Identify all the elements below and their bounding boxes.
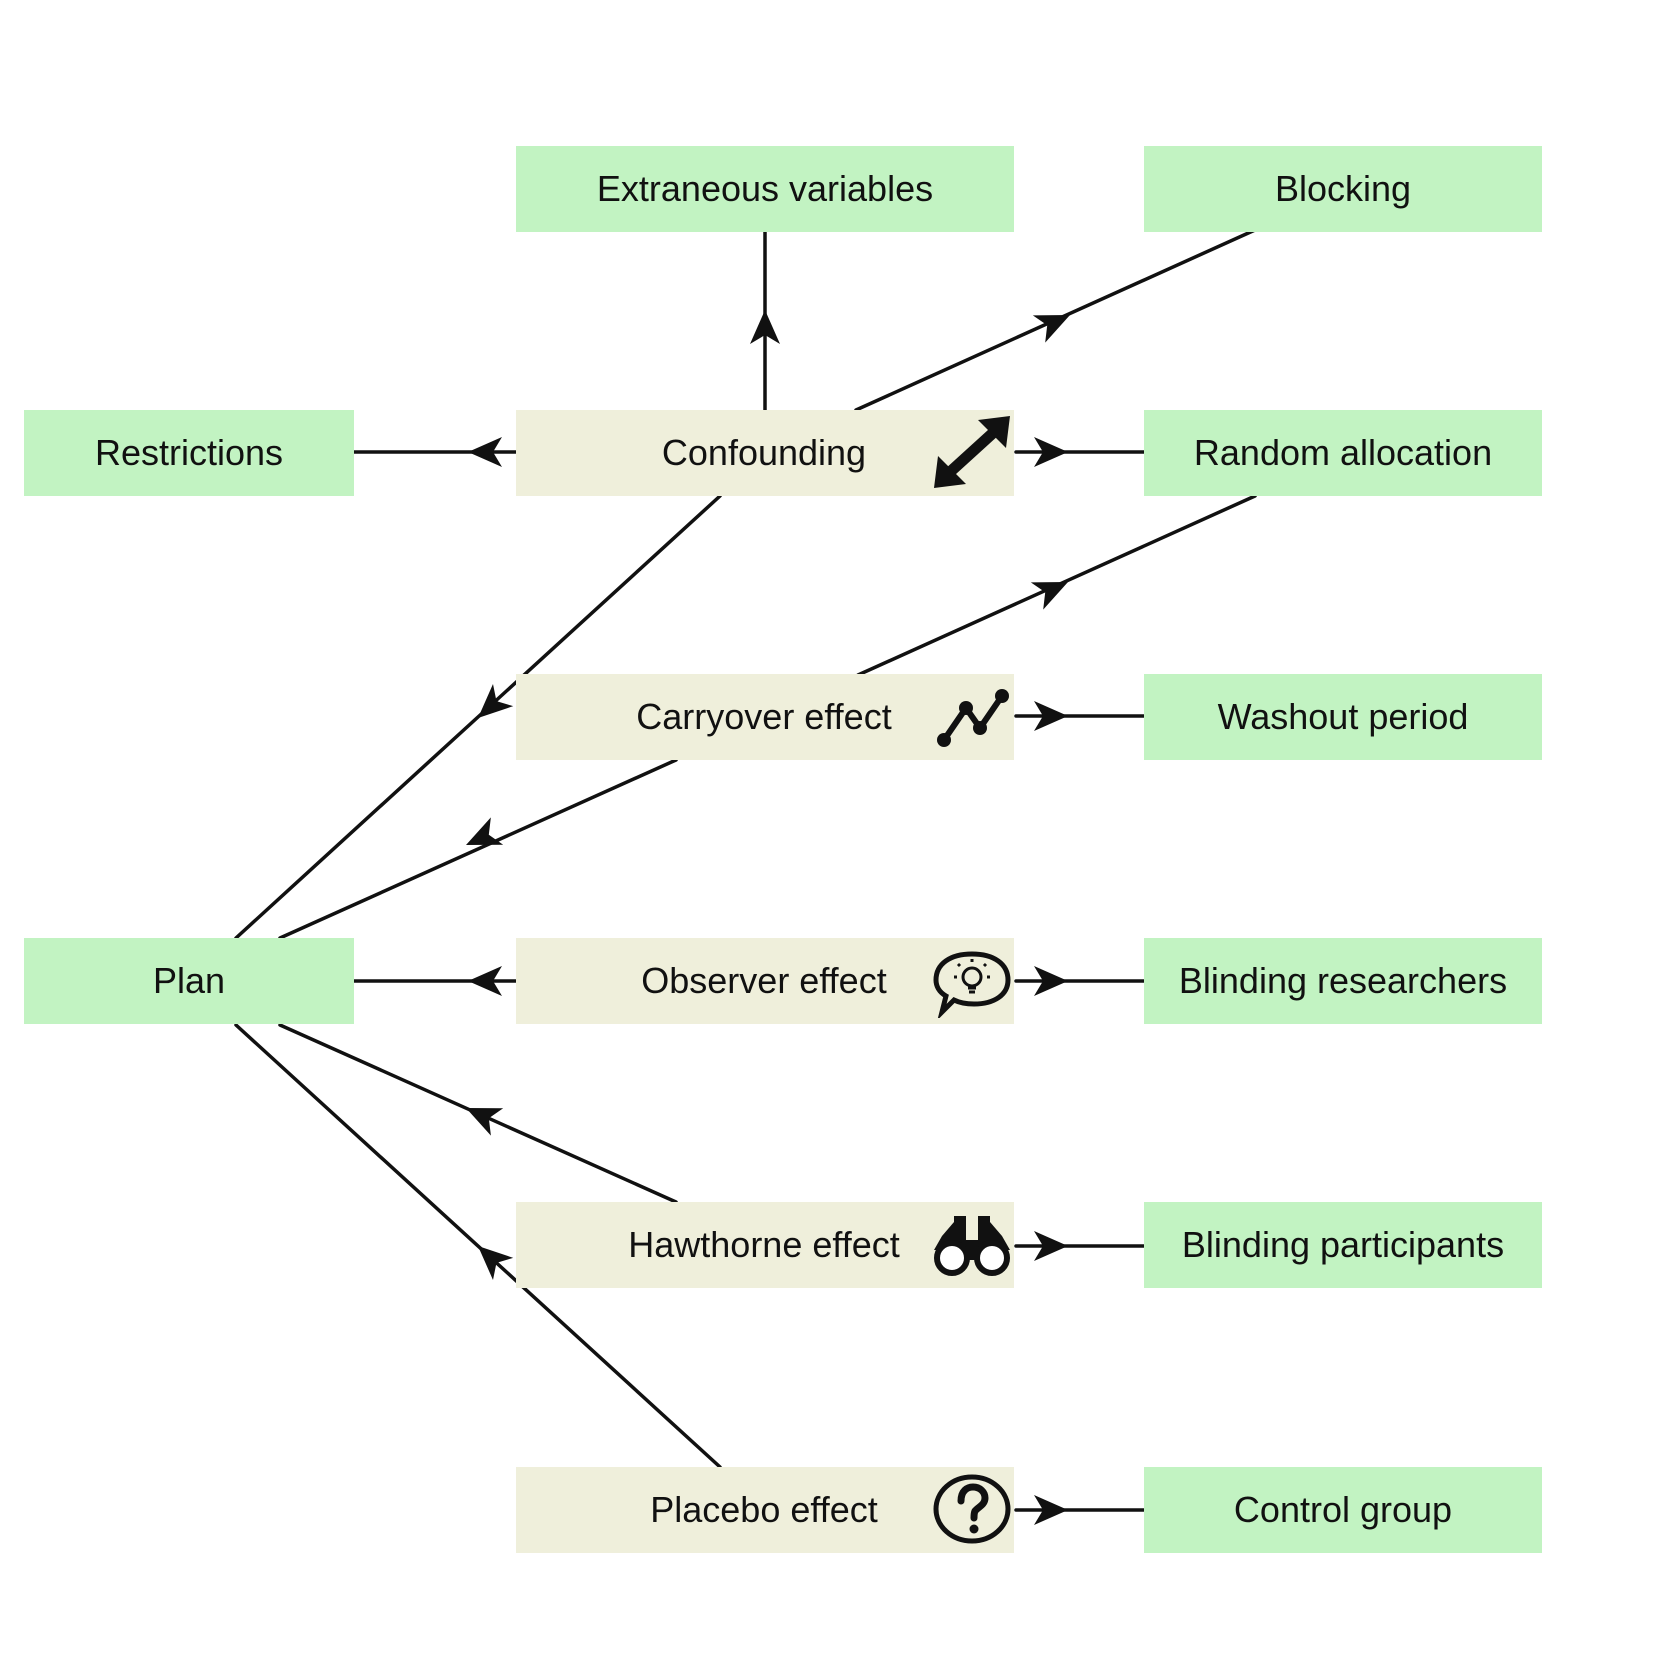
node-plan: Plan — [24, 938, 354, 1024]
arrowhead-plan-from-confounding — [478, 683, 514, 718]
node-observer-effect: Observer effect — [516, 938, 1014, 1024]
node-label: Blocking — [1274, 168, 1412, 209]
arrowhead-restrictions — [468, 437, 502, 467]
node-label: Random allocation — [1193, 432, 1493, 473]
speech-bubble-lightbulb-icon — [933, 951, 1011, 1018]
node-label: Carryover effect — [636, 696, 892, 737]
arrowhead-blocking — [1032, 315, 1070, 343]
node-extraneous-variables: Extraneous variables — [516, 146, 1014, 232]
arrowhead-plan-from-hawthorne — [466, 1108, 504, 1136]
node-random-allocation: Random allocation — [1144, 410, 1542, 496]
binoculars-icon — [934, 1216, 1010, 1276]
arrowhead-carryover-right — [1034, 701, 1068, 731]
arrowhead-hawthorne-right — [1034, 1231, 1068, 1261]
node-label: Hawthorne effect — [628, 1224, 900, 1265]
node-label: Washout period — [1217, 696, 1469, 737]
node-blinding-participants: Blinding participants — [1144, 1202, 1542, 1288]
arrowhead-carryover-up — [1030, 582, 1068, 610]
node-washout-period: Washout period — [1144, 674, 1542, 760]
arrowhead-up-extraneous — [750, 310, 780, 344]
node-control-group: Control group — [1144, 1467, 1542, 1553]
node-label: Confounding — [661, 432, 867, 473]
node-confounding: Confounding — [516, 410, 1014, 496]
node-placebo-effect: Placebo effect — [516, 1467, 1014, 1553]
node-hawthorne-effect: Hawthorne effect — [516, 1202, 1014, 1288]
arrowhead-confounding-right — [1034, 437, 1068, 467]
arrowhead-placebo-right — [1034, 1495, 1068, 1525]
node-label: Observer effect — [641, 960, 887, 1001]
node-label: Plan — [152, 960, 226, 1001]
node-label: Blinding researchers — [1178, 960, 1508, 1001]
edge-carryover-plan — [278, 758, 678, 940]
question-circle-icon — [933, 1474, 1011, 1544]
node-label: Control group — [1233, 1489, 1453, 1530]
arrowhead-plan-from-carryover — [466, 817, 504, 845]
arrowhead-plan-from-placebo — [478, 1246, 514, 1281]
node-blocking: Blocking — [1144, 146, 1542, 232]
line-graph-icon — [937, 689, 1009, 747]
node-blinding-researchers: Blinding researchers — [1144, 938, 1542, 1024]
node-label: Blinding participants — [1181, 1224, 1505, 1265]
double-arrow-icon — [934, 416, 1010, 488]
arrowhead-plan-from-observer — [468, 966, 502, 996]
node-restrictions: Restrictions — [24, 410, 354, 496]
edge-confounding-plan — [234, 494, 722, 940]
node-carryover-effect: Carryover effect — [516, 674, 1014, 760]
node-label: Placebo effect — [650, 1489, 878, 1530]
arrowhead-observer-right — [1034, 966, 1068, 996]
node-label: Extraneous variables — [596, 168, 934, 209]
node-label: Restrictions — [94, 432, 284, 473]
